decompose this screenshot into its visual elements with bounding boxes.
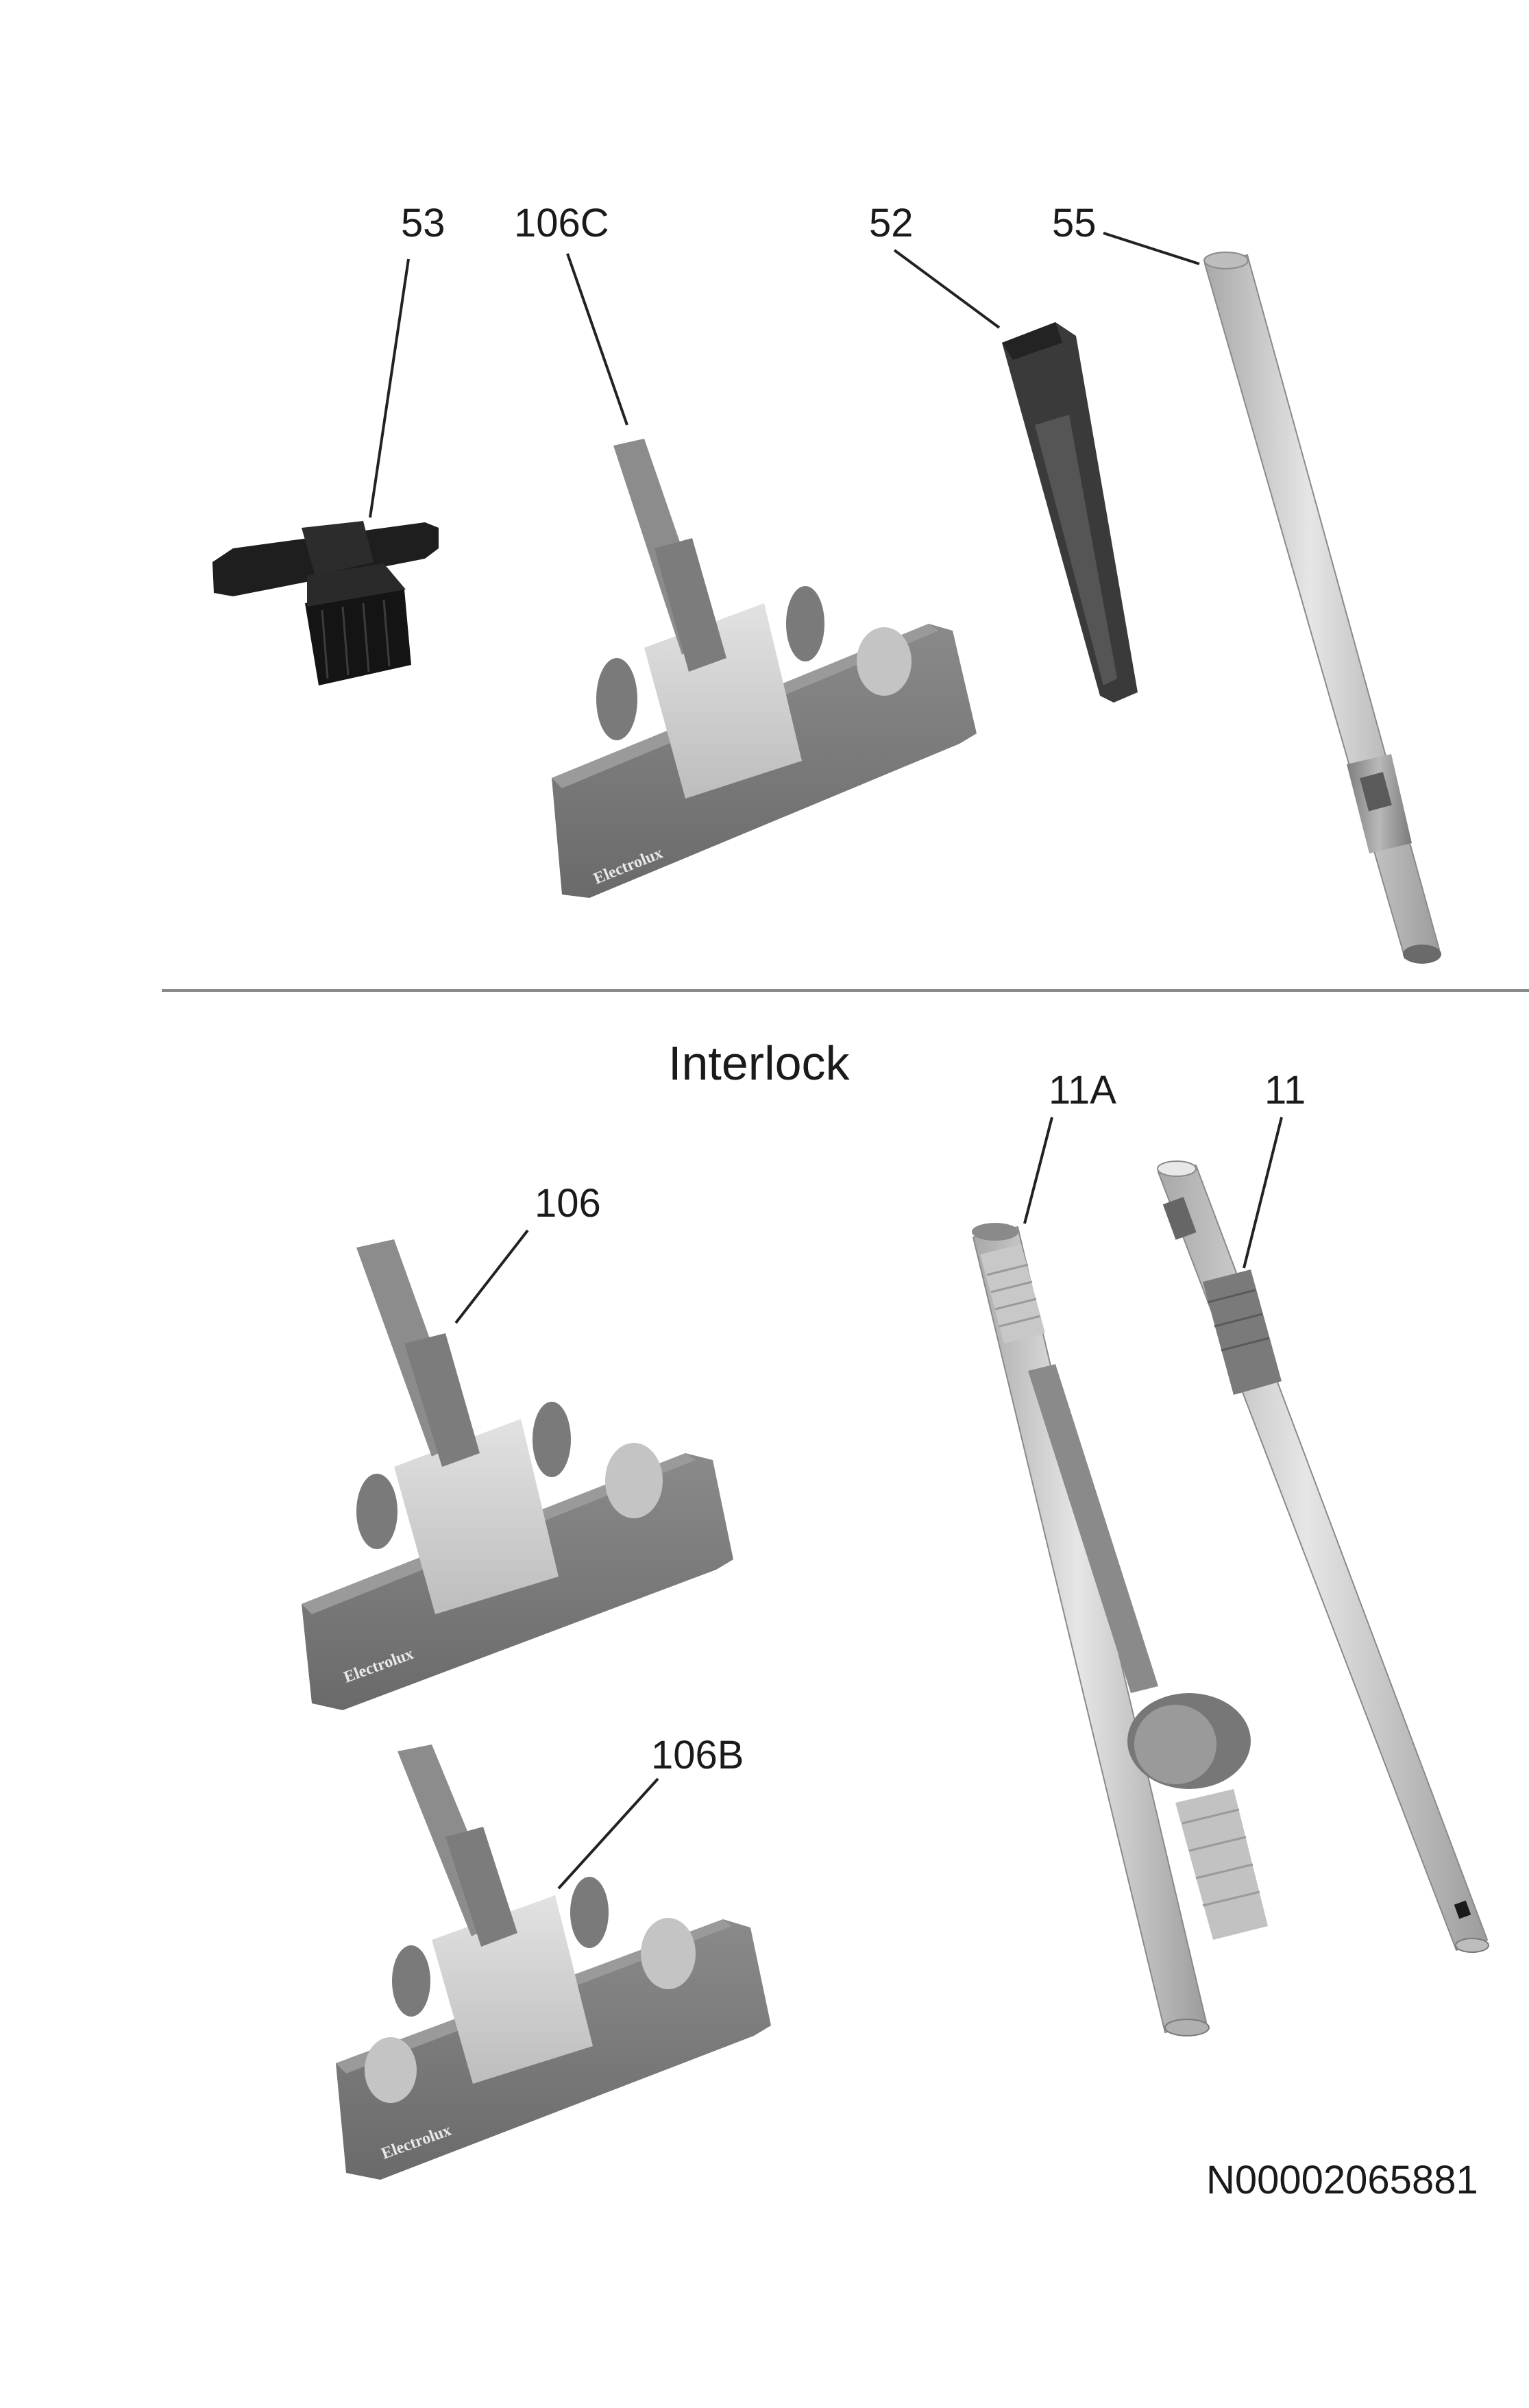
section-title-interlock: Interlock: [668, 1036, 851, 1090]
callout-106: 106: [535, 1181, 601, 1226]
floor-nozzle-106: Electrolux: [302, 1239, 733, 1710]
callout-106c: 106C: [514, 201, 609, 245]
leader-106: [454, 1229, 529, 1324]
crevice-tool-52: [1002, 322, 1138, 703]
dusting-brush-53: [212, 521, 439, 685]
leader-11: [1243, 1117, 1283, 1269]
callout-11a: 11A: [1049, 1068, 1116, 1112]
leader-52: [893, 249, 1001, 329]
telescopic-tube-11a: [972, 1223, 1268, 2036]
callout-55: 55: [1052, 201, 1097, 245]
floor-nozzle-106c: Electrolux: [552, 439, 977, 898]
callout-11: 11: [1264, 1068, 1306, 1112]
leader-55: [1103, 232, 1200, 265]
leader-106c: [566, 253, 628, 426]
callout-52: 52: [869, 201, 914, 245]
callout-106b: 106B: [651, 1733, 744, 1777]
leader-106b: [557, 1777, 659, 1890]
leader-11a: [1023, 1117, 1053, 1224]
callout-53: 53: [401, 201, 445, 245]
telescopic-tube-11: [1157, 1160, 1489, 1953]
extension-tube-55: [1203, 252, 1441, 964]
leader-53: [369, 258, 410, 518]
floor-nozzle-106b: Electrolux: [336, 1744, 771, 2180]
document-code: N00002065881: [1206, 2158, 1478, 2202]
